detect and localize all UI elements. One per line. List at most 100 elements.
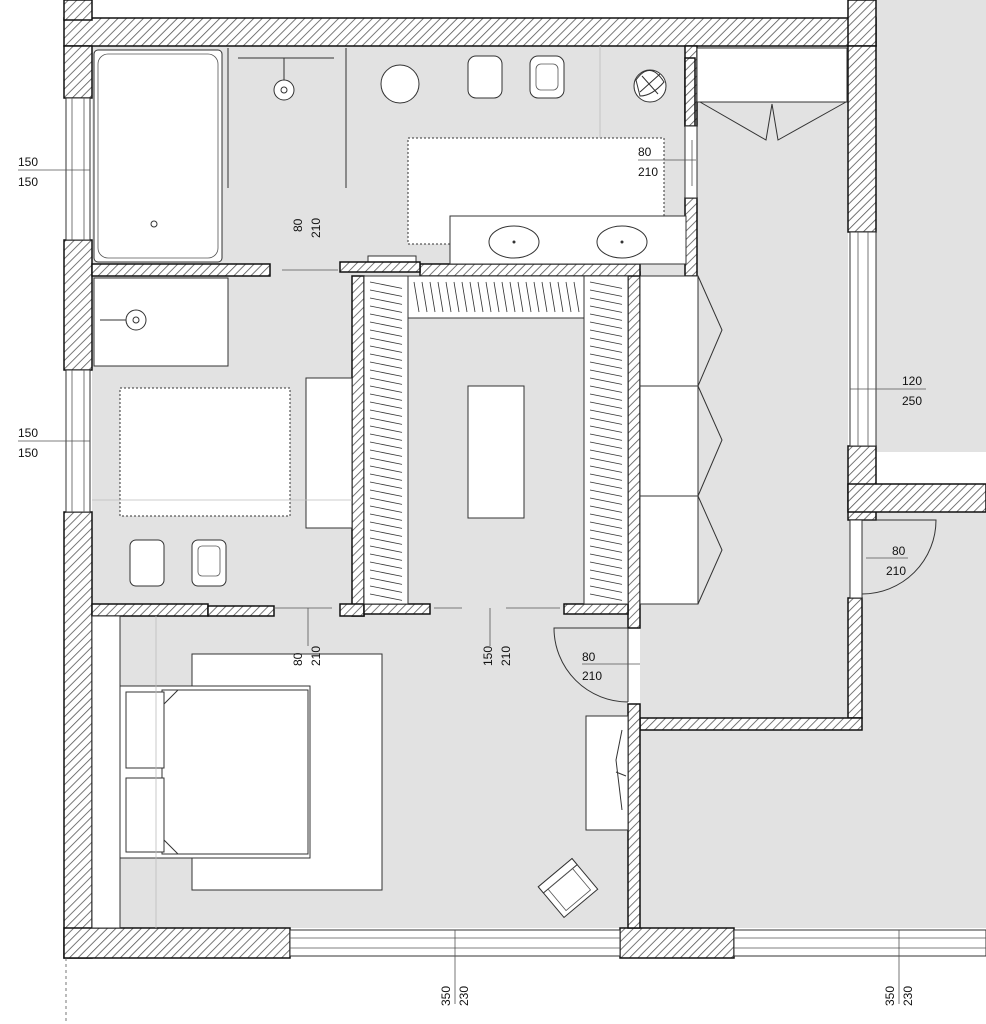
dim-door-right-room-w: 80 — [892, 544, 906, 558]
hanger-mark — [589, 433, 623, 441]
hanger-mark — [369, 281, 403, 289]
hanger-mark — [589, 497, 623, 505]
closet-island — [467, 385, 525, 519]
hanger-mark — [369, 377, 403, 385]
plant-icon — [633, 69, 667, 103]
tv-icon — [615, 729, 627, 811]
shower-drain-icon — [273, 79, 295, 101]
hanger-mark — [429, 281, 436, 313]
hanger-mark — [369, 505, 403, 513]
hanger-mark — [369, 337, 403, 345]
slider-bath-lower — [207, 605, 275, 617]
right-room-corridor — [876, 452, 986, 484]
hanger-mark — [517, 281, 524, 313]
hanger-mark — [369, 305, 403, 313]
dim-door-bedroom-bath-h: 210 — [309, 646, 323, 666]
hanger-mark — [589, 337, 623, 345]
hanger-mark — [421, 281, 428, 313]
hanger-mark — [589, 377, 623, 385]
hanger-mark — [369, 593, 403, 601]
hanger-mark — [369, 393, 403, 401]
hanger-mark — [557, 281, 564, 313]
slider-walkin-right — [563, 603, 629, 615]
dim-window-bottom-left-w: 350 — [439, 986, 453, 1006]
hanger-mark — [589, 577, 623, 585]
dim-door-bedroom-bath-w: 80 — [291, 652, 305, 666]
hanger-mark — [589, 465, 623, 473]
dim-opening-walkin-w: 150 — [481, 646, 495, 666]
wall-top-right-stub — [847, 0, 877, 47]
hanger-mark — [589, 545, 623, 553]
wall-vanity-back — [419, 263, 641, 277]
hanger-mark — [589, 521, 623, 529]
hanger-mark — [589, 585, 623, 593]
shower-tray — [93, 277, 229, 367]
windows — [65, 97, 986, 957]
hanger-mark — [369, 353, 403, 361]
dim-door-right-room-h: 210 — [886, 564, 906, 578]
hanger-mark — [589, 473, 623, 481]
hanger-mark — [589, 385, 623, 393]
hanger-mark — [589, 393, 623, 401]
door-swing-right-room — [861, 519, 937, 595]
hall-wardrobe — [639, 275, 699, 605]
dim-door-bath-right-w: 80 — [638, 145, 652, 159]
hanger-mark — [369, 497, 403, 505]
dim-door-bedroom-hall-w: 80 — [582, 650, 596, 664]
hanger-mark — [589, 409, 623, 417]
hanger-mark — [589, 529, 623, 537]
hanger-mark — [369, 369, 403, 377]
wall-walkin-right — [627, 271, 641, 629]
hanger-mark — [589, 329, 623, 337]
hanger-mark — [589, 313, 623, 321]
hanger-mark — [573, 281, 580, 313]
duvet — [161, 689, 309, 855]
dim-window-left-upper-w: 150 — [18, 155, 38, 169]
dim-window-bottom-right-w: 350 — [883, 986, 897, 1006]
shower-head-icon — [125, 309, 147, 331]
hanger-mark — [369, 465, 403, 473]
hanger-mark — [477, 281, 484, 313]
hanger-mark — [369, 289, 403, 297]
hanger-mark — [445, 281, 452, 313]
wall-bath-bottom — [91, 603, 209, 617]
hanger-mark — [589, 401, 623, 409]
hanger-mark — [589, 441, 623, 449]
hanger-mark — [541, 281, 548, 313]
bidet-bottom — [191, 539, 227, 587]
wall-top-left-stub — [63, 0, 93, 21]
dimension-labels: 150 150 150 150 80 210 120 250 80 210 80… — [18, 145, 922, 1006]
dim-window-left-lower-h: 150 — [18, 446, 38, 460]
hanger-mark — [469, 281, 476, 313]
wall-top — [63, 17, 877, 47]
hanger-mark — [589, 353, 623, 361]
hanger-mark — [369, 441, 403, 449]
hanger-mark — [589, 481, 623, 489]
hanger-mark — [369, 321, 403, 329]
wall-bottom-left — [63, 927, 291, 959]
hanger-mark — [589, 569, 623, 577]
dim-window-left-lower-w: 150 — [18, 426, 38, 440]
hanger-mark — [413, 281, 420, 313]
wall-left-2 — [63, 239, 93, 371]
armchair-icon — [537, 857, 599, 919]
hanger-mark — [369, 577, 403, 585]
hanger-mark — [589, 345, 623, 353]
dim-window-bottom-right-h: 230 — [901, 986, 915, 1006]
hanger-mark — [461, 281, 468, 313]
bathroom-fixtures — [93, 48, 687, 587]
pillow-top — [125, 691, 165, 769]
hanger-mark — [369, 553, 403, 561]
bath-bench — [305, 377, 353, 529]
wall-walkin-left — [351, 275, 365, 617]
hanger-mark — [589, 425, 623, 433]
hanger-mark — [589, 513, 623, 521]
wall-bath-right — [684, 197, 698, 277]
wall-hall-right-1 — [847, 45, 877, 233]
hanger-mark — [369, 297, 403, 305]
toilet-bottom — [129, 539, 165, 587]
dim-door-bedroom-hall-h: 210 — [582, 669, 602, 683]
hanger-mark — [369, 409, 403, 417]
hanger-mark — [369, 457, 403, 465]
hanger-mark — [437, 281, 444, 313]
